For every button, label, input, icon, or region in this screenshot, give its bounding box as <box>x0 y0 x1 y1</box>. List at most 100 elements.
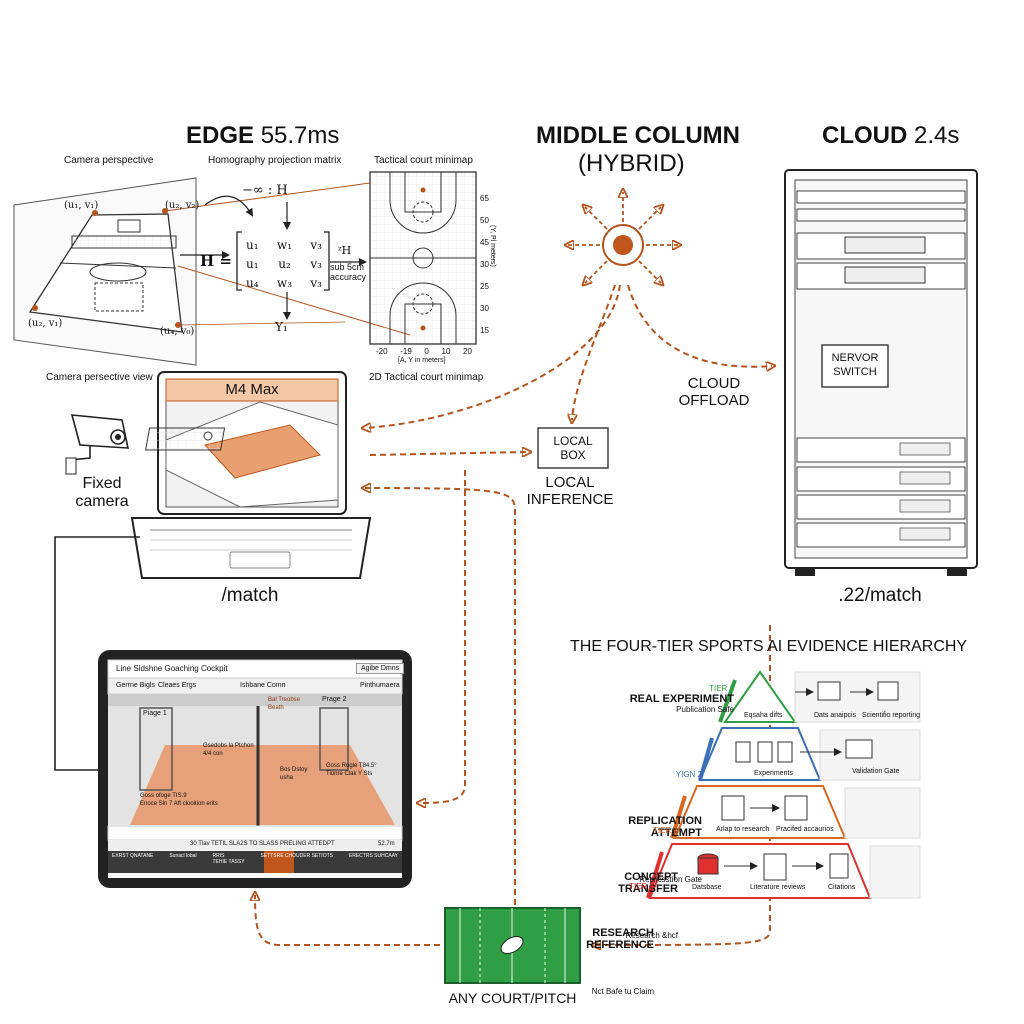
tier-4-label: TIER 4 RESEARCH REFERENCE Nct Bafe tu Cl… <box>548 846 654 1014</box>
tier-name: REAL EXPERIMENT <box>629 693 734 705</box>
local-box-label: LOCAL BOX <box>553 434 593 462</box>
tier-1-item: Eqsaha difts <box>744 712 783 719</box>
fixed-camera-label: Fixed camera <box>75 475 129 510</box>
tier-4-item: Literature reviews <box>750 884 806 891</box>
doc-icon <box>757 741 773 763</box>
cloud-latency: 2.4s <box>914 122 960 149</box>
tier-4-item: Datsbase <box>692 884 722 891</box>
local-inference-label: LOCAL INFERENCE <box>526 474 614 508</box>
note-center: Gsedobs la Ptchon 4/4 con <box>203 743 254 757</box>
tier-sub: Nct Bafe tu Claim <box>591 987 654 996</box>
doc-icon <box>721 795 745 821</box>
matrix-cell: u₄ <box>246 276 259 290</box>
x-tick: -20 <box>376 347 388 356</box>
cockpit-tab[interactable]: EXRST QNATANE <box>112 853 154 859</box>
y-tick: 25 <box>480 282 489 291</box>
tier-3-label: TIER 3 CONCEPT TRANSFER Research &hcf <box>570 790 678 958</box>
cloud-header: CLOUD 2.4s <box>822 122 959 150</box>
note-right-mid: Bos Dstoy usha <box>280 767 308 781</box>
hub-to-localbox-arrow <box>572 284 616 420</box>
tier-tag: YIGN 2 <box>675 770 702 779</box>
matrix-cell: v₃ <box>310 276 322 290</box>
minimap-y-ticks: 65 50 45 30 25 30 15 <box>480 188 489 342</box>
tactical-minimap-caption: Tactical court minimap <box>374 155 473 166</box>
tier-name: REPLICATION ATTEMPT <box>628 815 702 839</box>
filter-1[interactable]: Gerrne Bigls <box>116 682 155 689</box>
bottom-strip-value: 52.7m <box>378 841 395 847</box>
tablet-cockpit <box>98 650 412 888</box>
citation-icon <box>829 853 849 879</box>
tier-3-item: Arlap to research <box>716 826 770 833</box>
matrix-cell: v₃ <box>310 257 322 271</box>
tier-2-label: YIGN 2 REPLICATION ATTEMPT Replicsstion … <box>590 734 702 902</box>
switch-label: NERVOR SWITCH <box>831 352 879 378</box>
doc-icon <box>784 795 808 821</box>
cockpit-tab[interactable]: ERECTRS SUHCAAY <box>348 853 398 859</box>
matrix-cell: u₂ <box>278 257 291 271</box>
note-center-top: Bal Treobse Beath <box>268 697 301 711</box>
y-tick: 45 <box>480 238 489 247</box>
point-bottom-right: (u₄, v₀) <box>160 326 195 337</box>
x-tick: 20 <box>463 347 472 356</box>
matrix-cell: w₃ <box>276 276 293 290</box>
sports-pitch <box>444 907 581 984</box>
report-icon <box>877 681 899 701</box>
camera-perspective-caption: Camera perspective <box>64 155 154 166</box>
cockpit-tab[interactable]: SETTSRE CHOUDER SETIOTS <box>260 853 333 859</box>
minimap-x-ticks: -20 -19 0 10 20 <box>376 347 472 356</box>
tier-1-item: Scientifio reporting <box>862 712 920 719</box>
cockpit-tab[interactable]: Sunacl lobal <box>169 853 197 859</box>
fixed-camera-icon <box>65 414 130 475</box>
local-box <box>537 427 609 469</box>
cloud-offload-label: CLOUD OFFLOAD <box>678 375 750 409</box>
filter-3[interactable]: Ishbane Comn <box>240 682 286 689</box>
monitor-icon <box>845 739 873 759</box>
tier-tag: TIER 4 <box>629 882 654 891</box>
cloud-match-rate: .22/match <box>838 585 922 606</box>
doc-stack-icon <box>763 853 787 881</box>
note-left-bottom: Goss ofoge TIS.9 Enoce Sln 7 Aft clooiti… <box>140 793 218 807</box>
laptop-to-tablet-arrow <box>420 470 466 803</box>
edge-match-rate: /match <box>221 585 279 606</box>
h-equals: H = <box>200 252 232 270</box>
middle-subtitle: (HYBRID) <box>578 150 685 177</box>
doc-icon <box>777 741 793 763</box>
edge-header: EDGE 55.7ms <box>186 122 339 150</box>
tier-name: CONCEPT TRANSFER <box>618 871 678 895</box>
y-tick: 50 <box>480 216 489 225</box>
y-tick: 30 <box>480 304 489 313</box>
tier-sub: Research &hcf <box>625 931 678 940</box>
tier-sub: Replicsstion Gate <box>639 875 702 884</box>
tier-3-item: Pracifed accaurios <box>776 826 834 833</box>
laptop-label: M4 Max <box>225 381 279 398</box>
edge-title: EDGE <box>186 122 255 149</box>
hybrid-hub-icon <box>568 192 678 283</box>
tier-1-item: Dats anaipcis <box>814 712 857 719</box>
tier-1-label: TIER 1 REAL EXPERIMENT Publication Safe <box>608 684 734 714</box>
tier-4-item: Citations <box>828 884 856 891</box>
x-tick: 10 <box>441 347 451 356</box>
pitch-label: ANY COURT/PITCH <box>448 990 577 1006</box>
filter-4[interactable]: Pinthumaera <box>360 682 400 689</box>
cockpit-top-button[interactable]: Agibe Dmns <box>356 663 405 674</box>
player-2-label: Prage 2 <box>322 696 347 703</box>
matrix-cell: u₁ <box>246 257 259 271</box>
filter-2[interactable]: Cleaes Ergs <box>158 682 197 689</box>
hierarchy-title: THE FOUR-TIER SPORTS AI EVIDENCE HIERARC… <box>570 638 968 655</box>
tactical-minimap <box>369 171 477 345</box>
pitch-to-tablet-arrow <box>255 895 440 946</box>
hub-to-cloud-arrow <box>627 284 772 367</box>
x-tick: 0 <box>424 347 429 356</box>
minimap-x-axis: [A, Y in meters] <box>398 357 446 364</box>
camera-view-caption: Camera persective view <box>46 372 153 383</box>
matrix-cell: u₁ <box>246 238 259 252</box>
tier-2-item: Validation Gate <box>852 768 900 775</box>
hub-to-laptop-arrow <box>365 284 621 428</box>
matrix-cell: v₃ <box>310 238 322 252</box>
cloud-to-pitch-arrow <box>595 625 771 945</box>
cockpit-tab[interactable]: RRIS TEHIE TASSY <box>212 853 245 865</box>
player-1-label: Piage 1 <box>143 710 167 717</box>
chart-icon <box>817 681 841 701</box>
doc-icon <box>735 741 751 763</box>
